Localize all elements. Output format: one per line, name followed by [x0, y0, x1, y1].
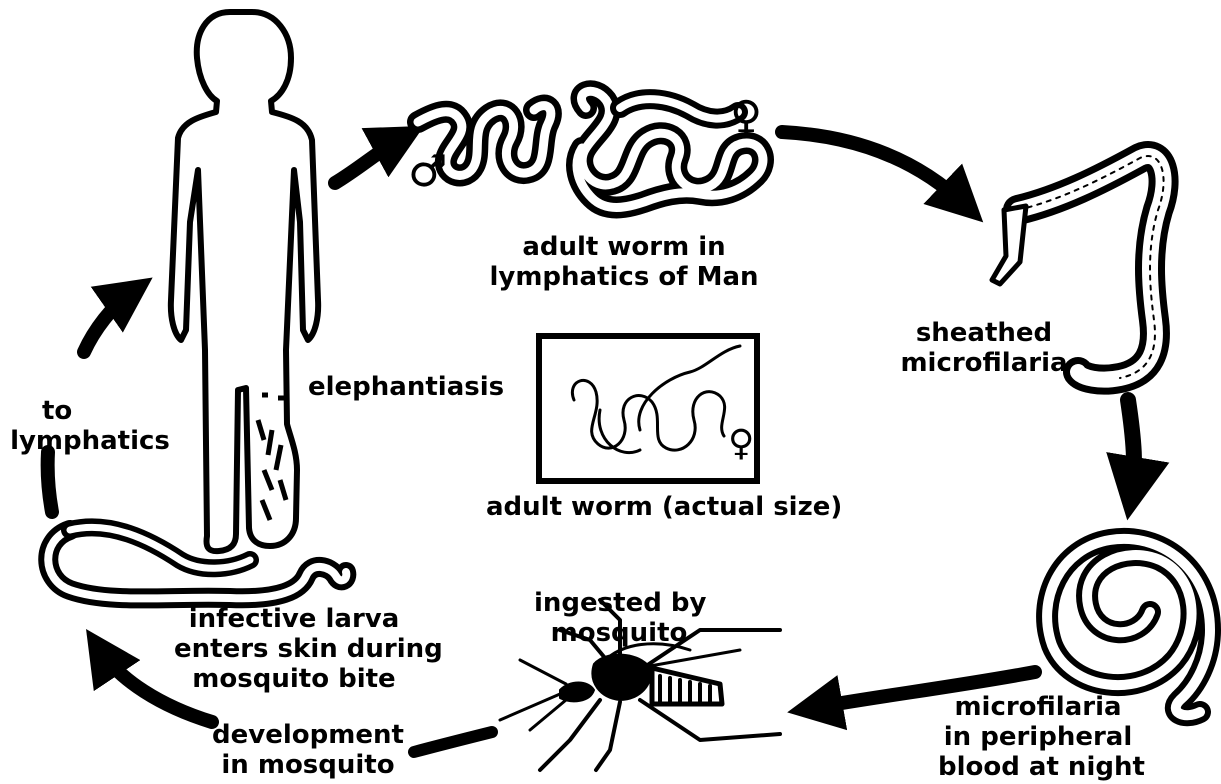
label-development-line2: in mosquito [208, 750, 408, 780]
arrow-lymphatics-to-human [84, 292, 132, 352]
label-infective-line2: enters skin during [174, 634, 414, 664]
arrow-adult-to-sheathed [782, 132, 965, 205]
label-development-in-mosquito: development in mosquito [208, 720, 408, 780]
label-adult-worm-line1: adult worm in [464, 232, 784, 262]
label-actual-size: adult worm (actual size) [486, 492, 816, 522]
male-symbol: ♂ [408, 150, 447, 194]
label-adult-worm-line2: lymphatics of Man [464, 262, 784, 292]
label-sheathed-line2: microfilaria [894, 348, 1074, 378]
label-microfilaria-line1: microfilaria [938, 692, 1138, 722]
label-adult-worm-lymphatics: adult worm in lymphatics of Man [464, 232, 784, 292]
arrow-human-to-adult [335, 138, 402, 183]
arrow-larva-to-lymphatics-lower [48, 452, 52, 512]
female-symbol: ♀ [730, 96, 762, 140]
label-sheathed-microfilaria: sheathed microfilaria [894, 318, 1074, 378]
label-development-line1: development [208, 720, 408, 750]
human-figure [171, 12, 318, 551]
label-microfilaria-line2: in peripheral [938, 722, 1138, 752]
label-sheathed-line1: sheathed [894, 318, 1074, 348]
label-microfilaria-blood: microfilaria in peripheral blood at nigh… [938, 692, 1138, 782]
arrow-sheathed-to-blood [1128, 400, 1134, 492]
label-elephantiasis: elephantiasis [308, 372, 504, 402]
label-to-lymphatics-line1: to [0, 396, 180, 426]
label-infective-larva: infective larva enters skin during mosqu… [174, 604, 414, 694]
label-ingested-line2: mosquito [534, 618, 704, 648]
label-to-lymphatics-line2: lymphatics [0, 426, 180, 456]
label-infective-line3: mosquito bite [174, 664, 414, 694]
actual-size-box [536, 333, 760, 484]
label-ingested-by-mosquito: ingested by mosquito [534, 588, 704, 648]
label-infective-line1: infective larva [174, 604, 414, 634]
label-to-lymphatics: to lymphatics [0, 396, 180, 456]
label-microfilaria-line3: blood at night [938, 752, 1138, 782]
infective-larva [48, 527, 346, 598]
label-ingested-line1: ingested by [534, 588, 704, 618]
arrow-mosquito-to-development [414, 732, 492, 752]
adult-worms-coil [418, 91, 763, 207]
microfilaria-spiral [1047, 539, 1210, 715]
